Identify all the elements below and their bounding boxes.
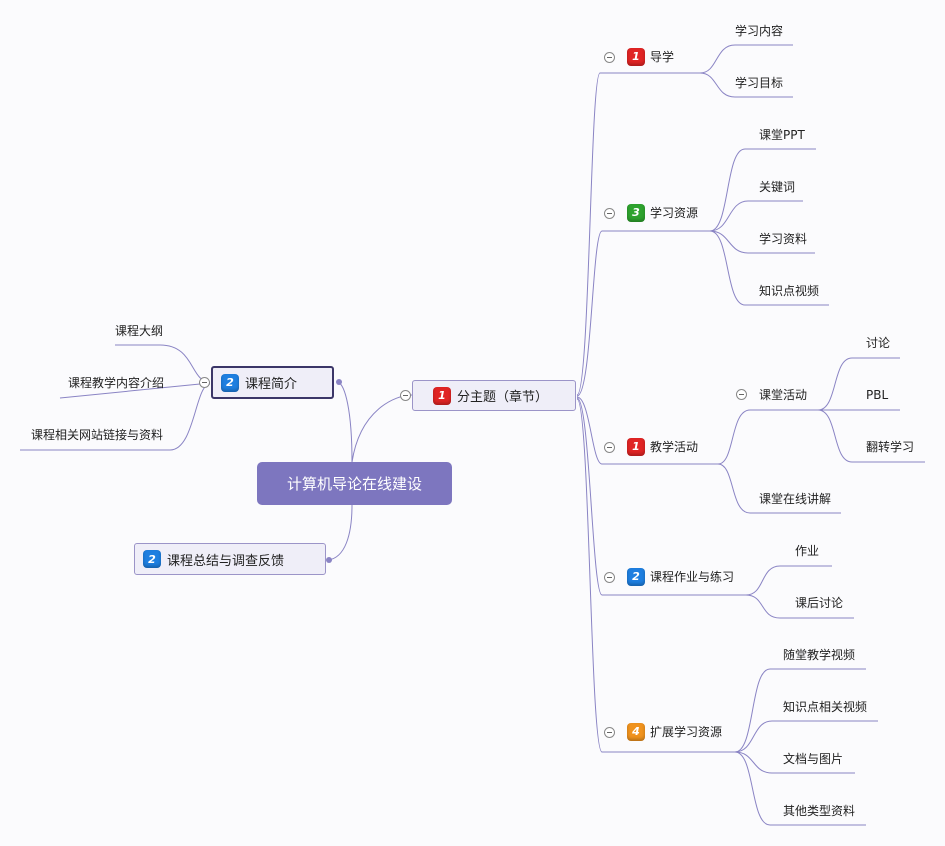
leaf-assignment[interactable]: 作业 — [795, 544, 820, 558]
leaf-after-class-discussion[interactable]: 课后讨论 — [795, 596, 844, 610]
collapse-icon[interactable] — [400, 390, 411, 401]
priority-1-icon: 1 — [627, 48, 645, 66]
collapse-icon[interactable] — [604, 727, 615, 738]
branch-teaching-activities[interactable]: 1 教学活动 — [627, 437, 698, 457]
leaf-pbl[interactable]: PBL — [866, 388, 889, 402]
leaf-related-videos[interactable]: 知识点相关视频 — [783, 700, 868, 714]
collapse-icon[interactable] — [604, 52, 615, 63]
collapse-icon[interactable] — [199, 377, 210, 388]
leaf-other-materials[interactable]: 其他类型资料 — [783, 804, 856, 818]
priority-3-icon: 3 — [627, 204, 645, 222]
subtopic-chapter-node[interactable]: 1 分主题（章节） — [412, 380, 576, 411]
branch-intro-study[interactable]: 1 导学 — [627, 47, 674, 67]
course-intro-node[interactable]: 2 课程简介 — [211, 366, 334, 399]
root-topic[interactable]: 计算机导论在线建设 — [257, 462, 452, 505]
leaf-keywords[interactable]: 关键词 — [759, 180, 796, 194]
branch-label: 教学活动 — [650, 440, 699, 454]
collapse-icon[interactable] — [736, 389, 747, 400]
collapse-icon[interactable] — [604, 572, 615, 583]
priority-2-icon: 2 — [221, 373, 239, 392]
connector-dot — [336, 379, 342, 385]
course-summary-node[interactable]: 2 课程总结与调查反馈 — [134, 543, 326, 575]
connector-dot — [326, 557, 332, 563]
branch-label: 课程作业与练习 — [650, 570, 735, 584]
branch-label: 学习资源 — [650, 206, 699, 220]
branch-label: 导学 — [650, 50, 675, 64]
subtopic-chapter-label: 分主题（章节） — [457, 390, 549, 405]
branch-homework[interactable]: 2 课程作业与练习 — [627, 567, 734, 587]
leaf-learning-goals[interactable]: 学习目标 — [735, 76, 784, 90]
leaf-online-lecture[interactable]: 课堂在线讲解 — [759, 492, 832, 506]
priority-2-icon: 2 — [627, 568, 645, 586]
sub-class-activities[interactable]: 课堂活动 — [759, 388, 808, 402]
course-intro-label: 课程简介 — [245, 377, 298, 392]
leaf-knowledge-videos[interactable]: 知识点视频 — [759, 284, 820, 298]
branch-extended-resources[interactable]: 4 扩展学习资源 — [627, 722, 722, 742]
leaf-syllabus[interactable]: 课程大纲 — [115, 324, 164, 338]
leaf-class-ppt[interactable]: 课堂PPT — [759, 128, 805, 142]
collapse-icon[interactable] — [604, 442, 615, 453]
leaf-related-links[interactable]: 课程相关网站链接与资料 — [31, 428, 164, 442]
priority-4-icon: 4 — [627, 723, 645, 741]
leaf-content-intro[interactable]: 课程教学内容介绍 — [68, 376, 165, 390]
priority-2-icon: 2 — [143, 550, 161, 568]
root-label: 计算机导论在线建设 — [286, 475, 422, 493]
collapse-icon[interactable] — [604, 208, 615, 219]
branch-learning-resources[interactable]: 3 学习资源 — [627, 203, 698, 223]
priority-1-icon: 1 — [627, 438, 645, 456]
course-summary-label: 课程总结与调查反馈 — [167, 553, 285, 569]
leaf-study-materials[interactable]: 学习资料 — [759, 232, 808, 246]
branch-label: 扩展学习资源 — [650, 725, 723, 739]
leaf-flipped-learning[interactable]: 翻转学习 — [866, 440, 915, 454]
leaf-class-videos[interactable]: 随堂教学视频 — [783, 648, 856, 662]
leaf-discussion[interactable]: 讨论 — [866, 336, 891, 350]
leaf-docs-images[interactable]: 文档与图片 — [783, 752, 844, 766]
priority-1-icon: 1 — [433, 386, 451, 405]
leaf-learning-content[interactable]: 学习内容 — [735, 24, 784, 38]
